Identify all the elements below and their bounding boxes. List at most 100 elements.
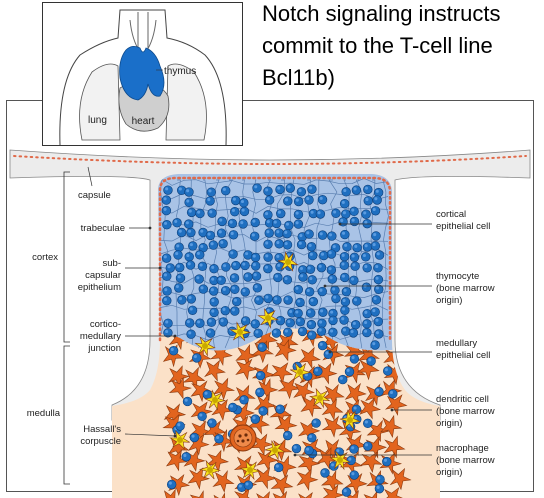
thymocyte [296,187,307,197]
medullary-epithelial-cell [189,490,211,498]
thymocyte [293,219,304,229]
thymocyte [370,206,381,216]
thymocyte [362,327,372,338]
thymocyte [275,404,285,414]
thymocyte [361,209,371,219]
thymocyte [162,296,172,306]
thymocyte [197,261,208,272]
thymocyte [327,274,338,284]
capsule-label: capsule [78,190,111,201]
thymocyte [194,274,204,284]
thymocyte [352,242,362,253]
thymocyte [317,318,327,329]
thymocyte [195,318,205,328]
thymocyte [273,462,284,473]
thymocyte [282,240,293,250]
medullary-epithelial-cell [232,488,256,498]
thymocyte [184,219,194,229]
thymocyte [373,263,383,273]
thymocyte [208,240,219,250]
medullary-epithelial-cell [359,451,383,474]
macrophages [169,251,361,481]
thymocyte [240,287,250,297]
thymocyte [228,249,238,259]
thymocyte [317,340,328,351]
thymocyte [168,346,179,356]
thymocyte [282,275,293,285]
thymocyte [255,387,265,398]
thymocyte [362,319,372,329]
thymocyte [351,404,362,415]
thymocyte [361,282,372,292]
medullary-epithelial-cell [359,397,382,420]
thymocyte [264,195,275,205]
thymocyte [176,185,187,195]
thymocyte [340,229,350,240]
thymocyte-label-line-3: origin) [436,295,462,306]
medullary-epithelial-cell [187,467,211,490]
medullary-epithelial-cell [321,415,345,438]
thymocyte [326,249,337,259]
thymocyte [328,327,338,338]
thymocyte [228,230,239,240]
thymocyte [231,260,241,271]
thymocyte-label-line-1: thymocyte [436,271,479,282]
thymocyte [339,251,350,262]
medullary-epithelial-cell [380,414,403,439]
medullary-label-line-1: medullary [436,338,477,349]
slide-title-line-3: Bcl11b) [262,65,335,90]
thymocyte [295,316,305,327]
medullary-epithelial-cell [212,469,235,493]
thymocyte [218,238,228,249]
thymocyte [323,349,334,359]
thymocyte [231,195,241,206]
thymocyte [363,441,373,451]
thymocyte [195,208,205,219]
thymocyte [283,295,293,305]
thymocyte [216,275,226,286]
thymocyte [283,430,293,441]
thymocyte [315,209,326,219]
thymocyte [173,250,183,260]
thymocyte [339,260,349,271]
thymocyte [264,228,274,238]
thymocyte [176,227,187,238]
medullary-epithelial-cell [366,419,390,443]
thymocyte [306,308,316,318]
thymocyte [374,284,384,294]
thymocyte [282,228,292,239]
thymocyte [207,418,217,428]
thymocyte [305,264,316,274]
medullary-epithelial-cell [204,359,226,382]
thymocyte [327,231,337,241]
thymocyte [186,329,196,339]
thymocyte [317,286,327,297]
thymocyte [308,208,319,219]
thymocyte [252,283,263,293]
thymocyte [349,206,359,217]
thymocyte [229,273,240,283]
thymocyte [243,272,253,282]
medullary-epithelial-cell [212,377,236,401]
thymocyte [206,317,217,327]
thymocyte [383,366,393,376]
thymocyte [177,295,187,305]
thymocyte [251,271,262,281]
subcapsular-label-line-1: sub- [103,258,121,269]
anatomy-inset: thymus lung heart [42,2,243,146]
medullary-label-line-2: epithelial cell [436,350,490,361]
macrophage-label-line-2: (bone marrow [436,455,495,466]
thymocyte [306,319,317,330]
thymocyte [362,263,372,273]
thymocyte [307,433,317,443]
thymocyte [162,271,172,281]
thymocyte [209,275,219,286]
thymocyte [162,286,172,296]
thymocyte [316,326,327,336]
thymocyte [172,218,182,228]
thymocyte [363,184,373,195]
thymocyte [162,220,172,230]
cortical-label-line-1: cortical [436,209,466,220]
thymocyte [340,297,351,307]
thymocyte [216,228,227,238]
